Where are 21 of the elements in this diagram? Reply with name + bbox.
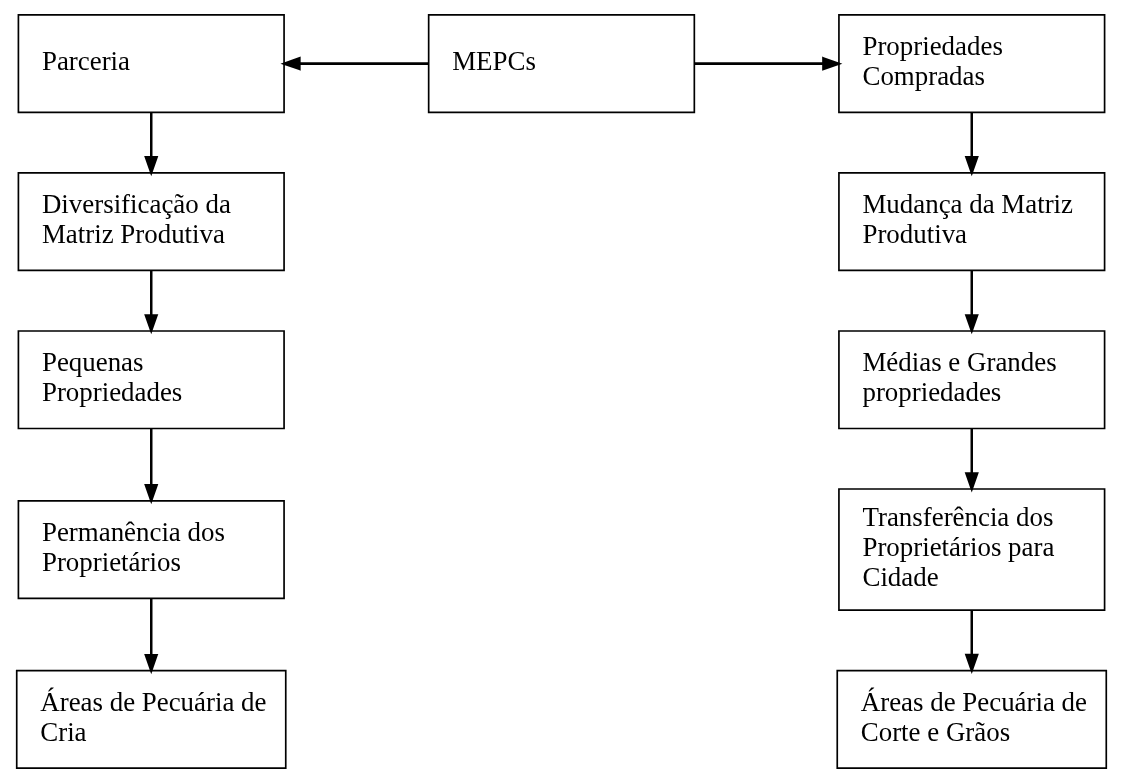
arrow xyxy=(964,112,979,177)
node-box: Mudança da Matriz Produtiva xyxy=(838,172,1106,272)
node-box: Pequenas Propriedades xyxy=(17,330,285,430)
arrow xyxy=(280,56,429,71)
node-box: Médias e Grandes propriedades xyxy=(838,330,1106,430)
arrow xyxy=(144,112,159,177)
node-box: Propriedades Compradas xyxy=(838,14,1106,114)
node-box: Áreas de Pecuária de Cria xyxy=(15,669,287,769)
arrow xyxy=(964,428,979,493)
arrow xyxy=(964,270,979,335)
arrow xyxy=(144,270,159,335)
node-box: Permanência dos Proprietários xyxy=(17,499,285,600)
arrow xyxy=(694,56,843,71)
node-box: Parceria xyxy=(17,14,285,114)
arrow xyxy=(964,610,979,675)
node-box: Áreas de Pecuária de Corte e Grãos xyxy=(836,669,1108,769)
node-box: MEPCs xyxy=(427,14,696,114)
arrow xyxy=(144,598,159,675)
arrow xyxy=(144,428,159,505)
node-box: Diversificação da Matriz Produtiva xyxy=(17,172,285,272)
node-box: Transferência dos Proprietários para Cidade xyxy=(838,488,1106,611)
